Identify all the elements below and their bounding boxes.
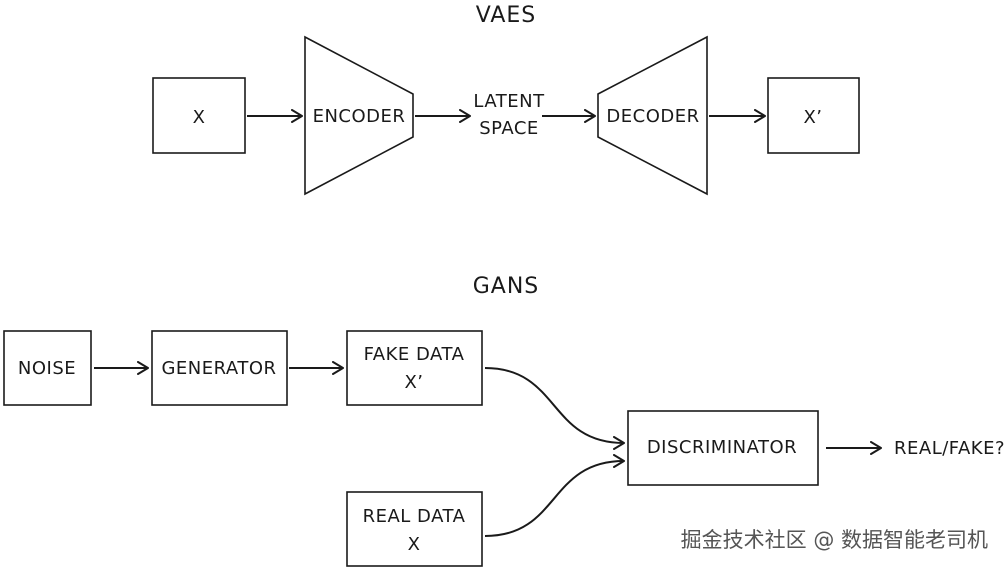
vae-input-label: X (193, 107, 206, 128)
decoder-trapezoid (597, 35, 708, 196)
watermark-text: 掘金技术社区 @ 数据智能老司机 (681, 528, 988, 552)
result-label: REAL/FAKE? (894, 438, 1005, 459)
discriminator-label: DISCRIMINATOR (647, 437, 797, 458)
vae-output-box (767, 77, 860, 154)
generator-label: GENERATOR (161, 358, 276, 379)
fake-data-label-line1: FAKE DATA (364, 344, 465, 365)
encoder-label: ENCODER (313, 106, 406, 127)
fake-data-label-line2: X’ (404, 372, 423, 393)
latent-space-label-line1: LATENT (473, 91, 545, 112)
gans-title: GANS (473, 274, 540, 299)
generator-box (151, 330, 288, 406)
decoder-label: DECODER (606, 106, 699, 127)
vaes-title: VAES (476, 3, 537, 28)
discriminator-box (627, 410, 819, 486)
real-data-label-line2: X (408, 534, 421, 555)
real-data-label-line1: REAL DATA (363, 506, 466, 527)
vae-output-label: X’ (803, 107, 822, 128)
latent-space-label-line2: SPACE (479, 118, 539, 139)
noise-label: NOISE (18, 358, 76, 379)
fake-data-box (346, 330, 483, 406)
noise-box (3, 330, 92, 406)
real-data-box (346, 491, 483, 567)
encoder-trapezoid (304, 35, 414, 196)
gan-arrow-fake-discriminator (484, 367, 625, 450)
vae-input-box (152, 77, 246, 154)
gan-arrow-real-discriminator (484, 454, 625, 537)
